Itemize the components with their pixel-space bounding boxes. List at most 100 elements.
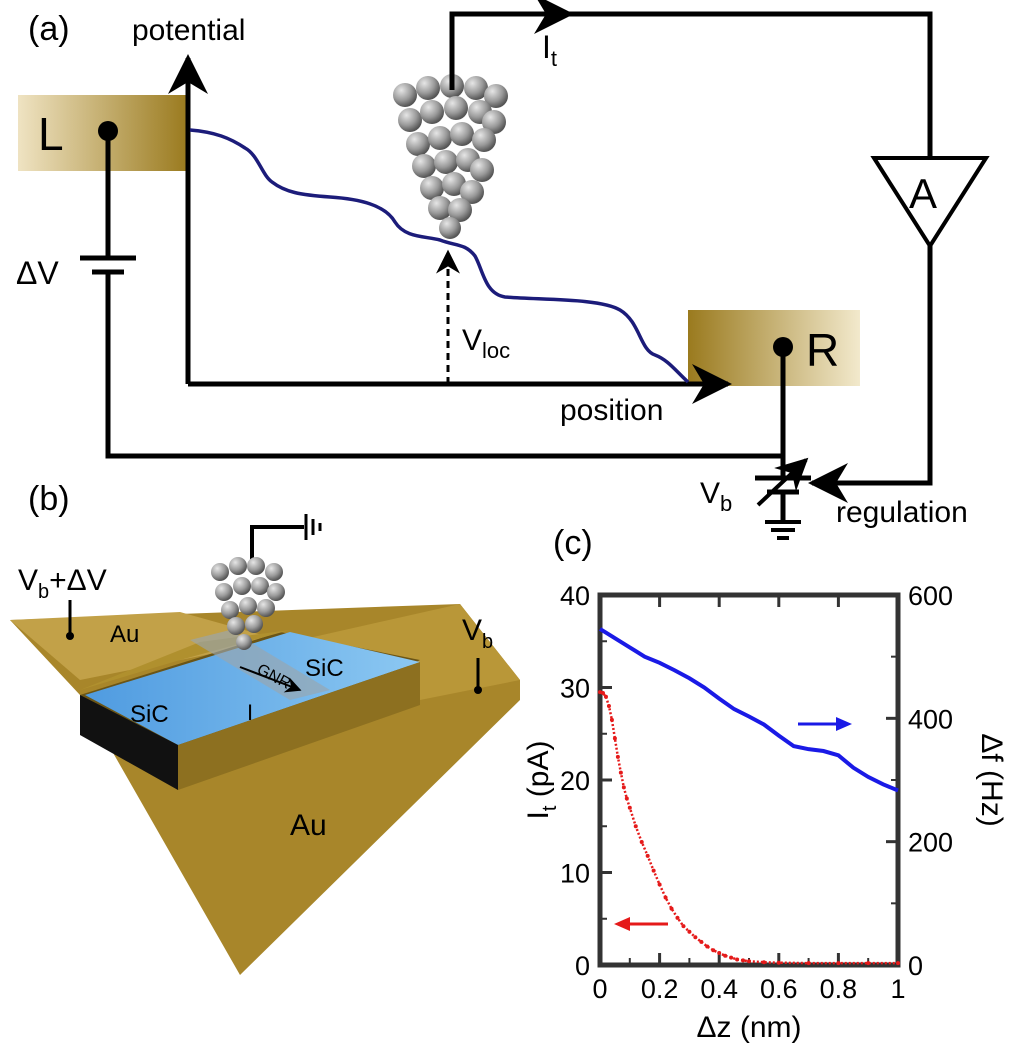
current-series-point [627, 805, 632, 810]
x-tick-label: 1 [890, 974, 905, 1004]
variable-source-arrow [756, 457, 809, 507]
y-right-tick-label: 400 [908, 704, 953, 734]
current-series-point [896, 961, 900, 966]
current-series-point [776, 960, 781, 965]
left-bias-label: Vb+ΔV [18, 564, 107, 603]
panel-c-label: (c) [553, 524, 593, 562]
gold-top-left [10, 612, 280, 680]
panel-a-label: (a) [28, 10, 70, 48]
current-series-point [729, 955, 734, 960]
left-bias-dot [66, 632, 74, 640]
current-axis-arrowhead [614, 917, 630, 931]
x-tick-label: 0.4 [700, 974, 738, 1004]
y-right-tick-label: 600 [908, 581, 953, 611]
current-series-point [723, 953, 728, 958]
x-axis-title: Δz (nm) [696, 1011, 801, 1044]
gnr-current-arrow [239, 666, 302, 693]
current-series-point [836, 961, 841, 966]
current-series-point [717, 950, 722, 955]
tip-b-wire [250, 525, 304, 570]
y-right-tick-label: 200 [908, 828, 953, 858]
current-series-point [669, 906, 674, 911]
y-left-tick-label: 10 [560, 859, 590, 889]
current-series-line [599, 690, 898, 965]
potential-axis-label: potential [132, 14, 245, 47]
sic-top [85, 632, 420, 745]
current-series-point [866, 961, 871, 966]
vloc-label: Vloc [462, 324, 510, 363]
y-right-axis-title: Δf (Hz) [975, 733, 1008, 826]
current-series-point [603, 694, 608, 699]
df-series-line [598, 627, 899, 793]
current-series-point [747, 959, 751, 964]
current-series-point [606, 704, 611, 708]
y-left-tick-label: 40 [560, 581, 590, 611]
amplifier-icon [870, 156, 990, 250]
current-series-point [645, 853, 650, 858]
current-label: It [542, 29, 557, 71]
current-series-point [806, 961, 811, 966]
x-tick-label: 0.2 [641, 974, 679, 1004]
current-series-point [663, 895, 668, 900]
current-series-point [609, 717, 614, 722]
sic-left-label: SiC [130, 701, 169, 728]
potential-curve [189, 128, 690, 384]
y-left-axis-title: It (pA) [522, 741, 561, 820]
gold-top-right [300, 604, 520, 700]
y-right-tick-label: 0 [908, 951, 923, 981]
current-series-point [621, 785, 626, 790]
current-series-point [741, 958, 746, 963]
y-left-tick-label: 20 [560, 766, 590, 796]
current-series-point [699, 939, 704, 944]
right-contact-label: R [806, 324, 839, 376]
current-series-point [687, 929, 692, 934]
regulation-wire [808, 246, 933, 503]
current-series-point [639, 839, 644, 844]
current-series-point [633, 824, 638, 829]
current-series-point [657, 882, 662, 887]
current-series-point [618, 770, 623, 775]
current-series-point [624, 796, 629, 801]
current-series-point [651, 868, 656, 873]
sic-side-face [178, 662, 420, 790]
current-series-point [711, 948, 716, 953]
regulation-label: regulation [836, 496, 968, 529]
x-tick-label: 0.8 [820, 974, 858, 1004]
current-wire [449, 11, 933, 158]
current-series-point [615, 754, 620, 759]
sic-front-face [80, 695, 178, 790]
plot-frame [597, 592, 901, 968]
au-bottom-label: Au [290, 809, 327, 842]
right-bias-dot [474, 686, 482, 694]
panel-a: (a) L R potential position Vloc [16, 0, 990, 540]
current-series-point [705, 944, 710, 949]
left-contact-label: L [38, 108, 64, 160]
amplifier-label: A [909, 170, 937, 217]
y-left-tick-label: 0 [575, 951, 590, 981]
stm-tip-a [393, 74, 508, 239]
df-axis-arrowhead [836, 717, 852, 731]
x-tick-label: 0.6 [760, 974, 798, 1004]
sic-right-label: SiC [305, 655, 344, 682]
bottom-wire [105, 272, 783, 459]
y-left-tick-label: 30 [560, 674, 590, 704]
current-series-point [612, 736, 617, 741]
vb-label-a: Vb [700, 477, 732, 516]
stm-tip-b [211, 557, 285, 650]
current-series-point [681, 924, 686, 929]
au-top-label: Au [110, 621, 139, 648]
panel-b-label: (b) [28, 480, 70, 518]
gnr-current-label: I [247, 700, 253, 725]
panel-b: (b) I GNR Au Au SiC SiC Vb+ΔV Vb [10, 480, 520, 975]
current-series-point [693, 935, 698, 940]
current-series-point [600, 691, 605, 696]
delta-v-label: ΔV [16, 255, 59, 291]
x-tick-label: 0 [592, 974, 607, 1004]
right-bias-label: Vb [462, 614, 493, 653]
current-series-point [735, 957, 740, 962]
position-axis-label: position [560, 394, 663, 427]
current-series-point [675, 915, 680, 920]
